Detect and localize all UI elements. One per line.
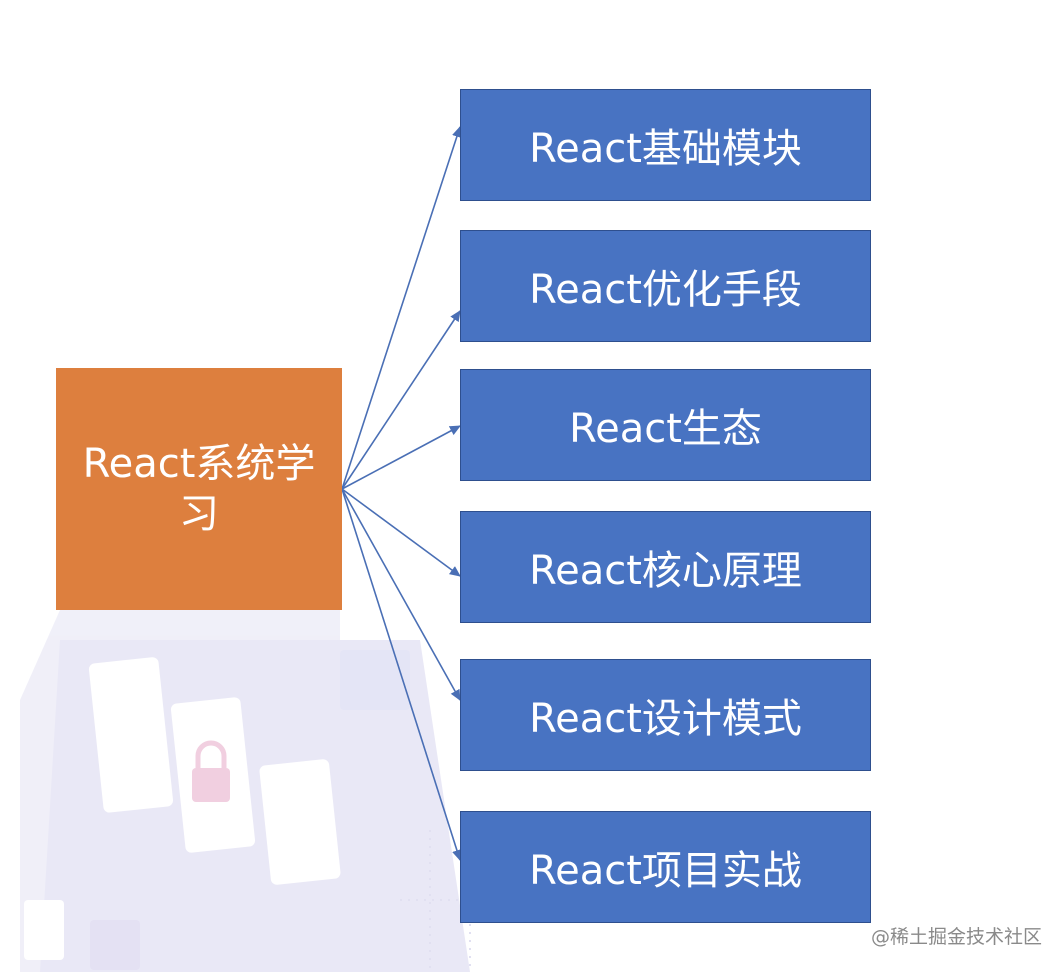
connector-arrow: [342, 311, 460, 489]
child-node-core-principles: React核心原理: [460, 511, 871, 623]
connector-arrow: [342, 489, 460, 576]
child-node-label: React基础模块: [529, 116, 802, 174]
child-node-label: React优化手段: [529, 257, 802, 315]
connector-arrow: [342, 489, 460, 700]
child-node-ecosystem: React生态: [460, 369, 871, 481]
child-node-label: React设计模式: [529, 686, 802, 744]
child-node-label: React核心原理: [529, 538, 802, 596]
root-node: React系统学习: [56, 368, 342, 610]
child-node-label: React项目实战: [529, 838, 802, 896]
child-node-basics: React基础模块: [460, 89, 871, 201]
child-node-design-patterns: React设计模式: [460, 659, 871, 771]
watermark: @稀土掘金技术社区: [871, 922, 1042, 949]
child-node-label: React生态: [569, 396, 762, 454]
child-node-projects: React项目实战: [460, 811, 871, 923]
connector-arrow: [342, 489, 460, 860]
root-node-label: React系统学习: [74, 439, 324, 539]
child-node-optimization: React优化手段: [460, 230, 871, 342]
